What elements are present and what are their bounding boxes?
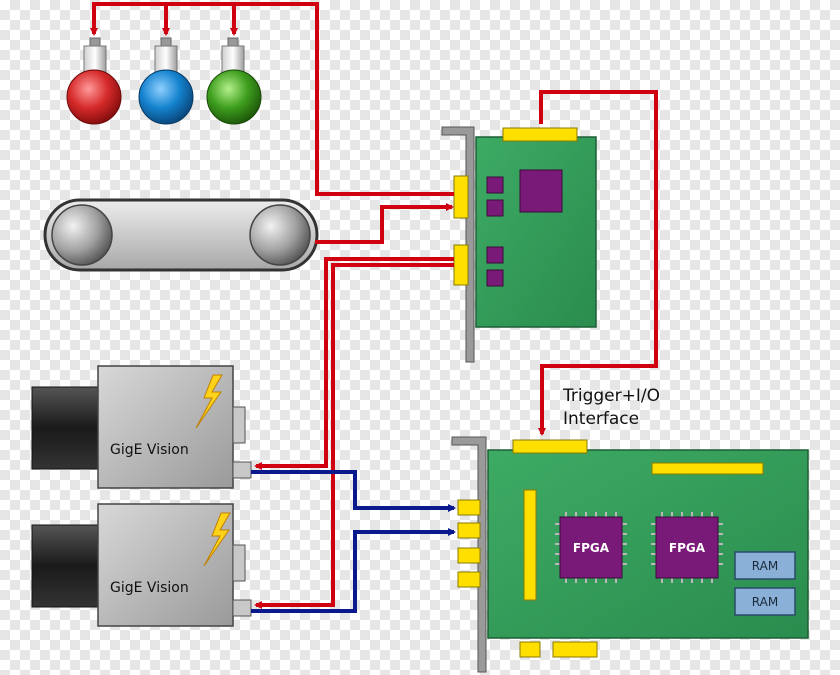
conveyor-belt <box>43 198 319 272</box>
io-card-top-connector <box>502 127 578 142</box>
fpga-chip-left: FPGA <box>555 512 627 583</box>
frame-grabber-slot <box>523 489 537 601</box>
fpga-chip-right: FPGA <box>651 512 723 583</box>
light-bulb-green <box>206 37 262 125</box>
lightning-icon <box>195 374 223 429</box>
frame-grabber-bottom-connector <box>552 641 598 658</box>
fpga-right-label: FPGA <box>669 541 706 555</box>
light-bulb-red <box>66 37 122 125</box>
io-card <box>441 126 597 363</box>
ram-top-label: RAM <box>752 559 778 573</box>
camera-ethernet-port <box>232 461 252 479</box>
camera-lens <box>31 386 101 470</box>
wire-conveyor <box>315 203 454 244</box>
frame-grabber-port <box>457 499 481 516</box>
frame-grabber-bottom-connector <box>519 641 541 658</box>
wire-trigger-io-link <box>538 90 658 436</box>
fpga-left-label: FPGA <box>573 541 610 555</box>
ram-bottom-label: RAM <box>752 595 778 609</box>
frame-grabber-top-connector <box>512 439 588 454</box>
io-card-chip <box>486 269 504 287</box>
trigger-io-label-line2: Interface <box>563 409 639 429</box>
wire-data-top <box>251 470 456 512</box>
io-card-chip <box>486 176 504 194</box>
io-card-port-upper <box>453 175 469 219</box>
frame-grabber-header <box>651 462 764 475</box>
wire-trigger-bottom <box>254 263 454 609</box>
camera-top-label: GigE Vision <box>110 442 189 458</box>
light-bulb-blue <box>138 37 194 125</box>
frame-grabber-port <box>457 571 481 588</box>
camera-ethernet-port <box>232 599 252 617</box>
camera-bottom: GigE Vision <box>31 503 252 627</box>
camera-bottom-label: GigE Vision <box>110 580 189 596</box>
wire-data-bottom <box>251 528 456 613</box>
io-card-port-lower <box>453 244 469 286</box>
trigger-io-label-line1: Trigger+I/O <box>562 386 660 406</box>
signal-wires <box>90 2 658 613</box>
lightning-icon <box>203 512 231 567</box>
camera-lens <box>31 524 101 608</box>
wire-light-bus <box>90 2 454 196</box>
frame-grabber-port <box>457 547 481 564</box>
io-card-chip <box>486 199 504 217</box>
wire-trigger-top <box>254 257 454 470</box>
io-card-processor <box>519 169 563 213</box>
ram-module-top: RAM <box>734 551 796 580</box>
io-card-chip <box>486 246 504 264</box>
frame-grabber-port <box>457 522 481 539</box>
camera-top: GigE Vision <box>31 365 252 489</box>
frame-grabber-card: FPGA FPGA RAM RAM <box>451 436 809 673</box>
ram-module-bottom: RAM <box>734 587 796 616</box>
